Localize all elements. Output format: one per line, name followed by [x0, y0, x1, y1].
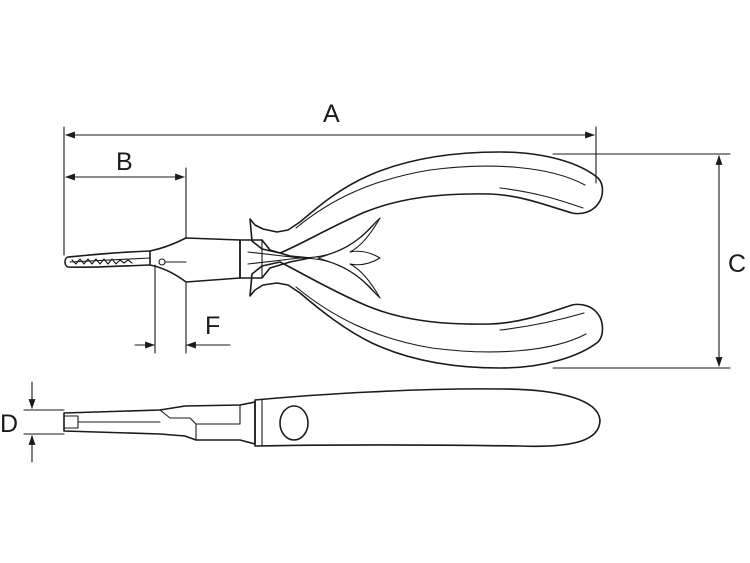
- pliers-side-view: [63, 388, 601, 448]
- lower-handle: [249, 261, 604, 369]
- side-shank: [63, 401, 256, 445]
- dimension-f: F: [134, 264, 231, 354]
- dimension-a: A: [63, 100, 597, 256]
- plier-jaws: [64, 250, 151, 269]
- dimension-d: D: [0, 381, 65, 463]
- dimension-b: B: [65, 148, 187, 239]
- dimension-label-c: C: [728, 250, 746, 278]
- dimension-label-a: A: [323, 100, 340, 128]
- dimension-label-d: D: [0, 410, 18, 438]
- dimension-label-f: F: [205, 312, 220, 340]
- pliers-top-view: [64, 151, 604, 369]
- dimension-label-b: B: [116, 148, 133, 176]
- box-joint: [239, 239, 311, 279]
- dimension-c: C: [552, 153, 746, 369]
- upper-handle: [249, 151, 604, 254]
- handle-hole: [279, 405, 309, 441]
- side-handle: [254, 388, 601, 448]
